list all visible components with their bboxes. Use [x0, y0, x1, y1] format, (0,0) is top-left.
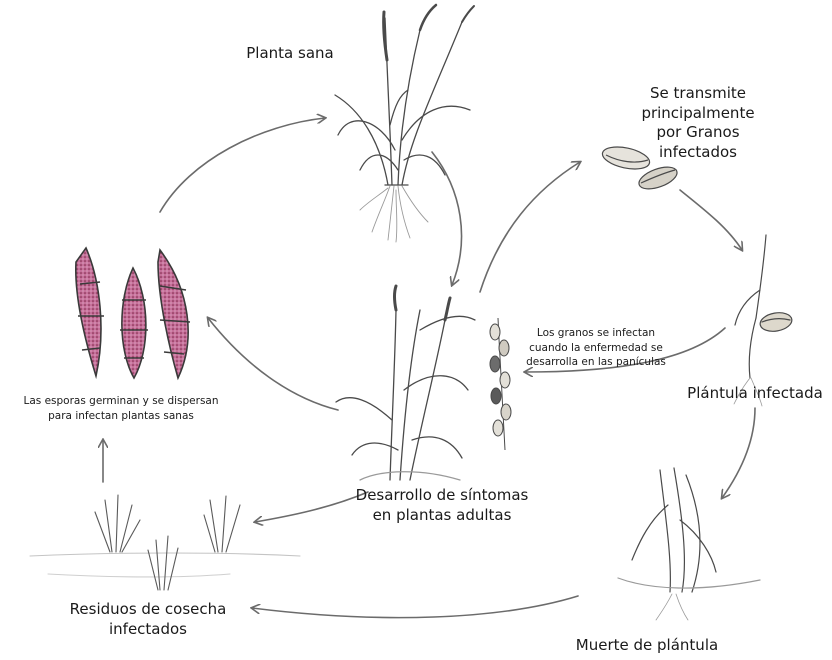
- infected-seedling-icon: [734, 235, 793, 406]
- arrow-spores-to-healthy: [160, 118, 325, 212]
- adult-symptoms-label: Desarrollo de síntomas en plantas adulta…: [342, 486, 542, 525]
- seed-transmission-line1: Se transmite: [628, 84, 768, 104]
- seedling-death-label: Muerte de plántula: [568, 636, 726, 656]
- arrow-death-to-residue: [252, 596, 578, 618]
- adult-symptoms-line1: Desarrollo de síntomas: [342, 486, 542, 506]
- infected-seedling-line1: Plántula infectada: [680, 384, 830, 404]
- dead-seedling-icon: [618, 468, 760, 620]
- seed-transmission-line4: infectados: [628, 143, 768, 163]
- healthy-plant-icon: [335, 5, 474, 242]
- infected-residue-label: Residuos de cosecha infectados: [58, 600, 238, 639]
- seedling-death-line1: Muerte de plántula: [568, 636, 726, 656]
- adult-symptoms-line2: en plantas adultas: [342, 506, 542, 526]
- arrow-seeds-to-seedling: [680, 190, 742, 250]
- infected-residue-line1: Residuos de cosecha: [58, 600, 238, 620]
- seed-transmission-line2: principalmente: [628, 104, 768, 124]
- grain-infection-label: Los granos se infectan cuando la enferme…: [514, 326, 678, 370]
- healthy-plant-line1: Planta sana: [236, 44, 344, 64]
- infected-panicle-icon: [490, 318, 511, 450]
- arrow-adult-to-seeds: [480, 162, 580, 292]
- grain-infection-line2: cuando la enfermedad se: [514, 341, 678, 356]
- roots: [360, 186, 428, 242]
- infected-seedling-label: Plántula infectada: [680, 384, 830, 404]
- arrow-seedling-to-death: [722, 408, 755, 498]
- spores-icon: [76, 248, 190, 378]
- spores-label: Las esporas germinan y se dispersan para…: [6, 394, 236, 423]
- seed-transmission-label: Se transmite principalmente por Granos i…: [628, 84, 768, 162]
- healthy-plant-label: Planta sana: [236, 44, 344, 64]
- spores-line1: Las esporas germinan y se dispersan: [6, 394, 236, 409]
- adult-plant-icon: [336, 286, 475, 480]
- grain-infection-line1: Los granos se infectan: [514, 326, 678, 341]
- seed-transmission-line3: por Granos: [628, 123, 768, 143]
- crop-residue-icon: [30, 495, 300, 590]
- infected-residue-line2: infectados: [58, 620, 238, 640]
- grain-infection-line3: desarrolla en las panículas: [514, 355, 678, 370]
- arrow-healthy-to-adult: [432, 152, 462, 285]
- spores-line2: para infectan plantas sanas: [6, 409, 236, 424]
